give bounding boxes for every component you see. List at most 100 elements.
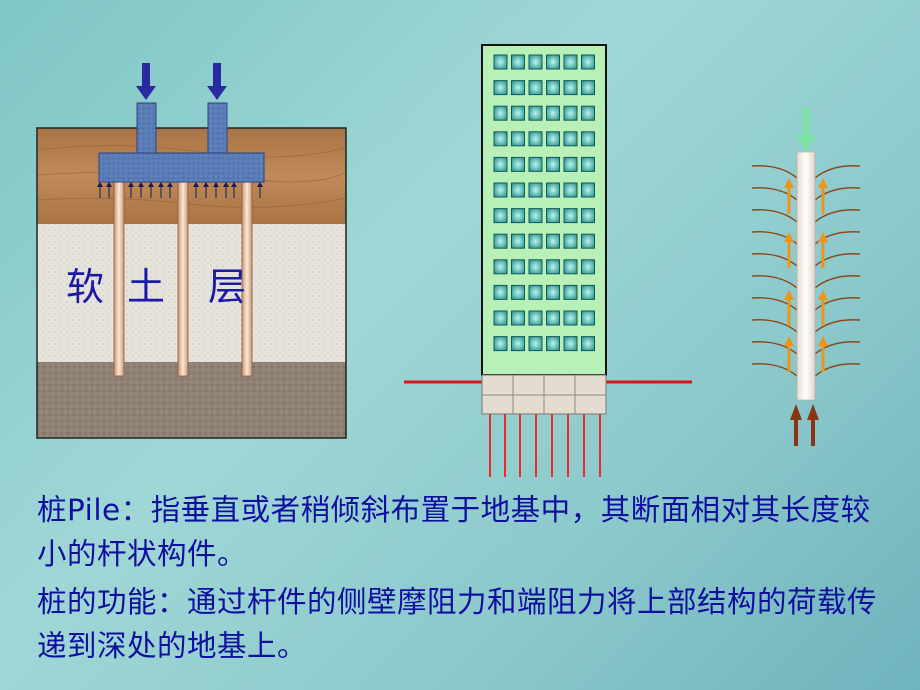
- window: [528, 310, 543, 326]
- window: [493, 131, 508, 147]
- friction-line-left: [751, 209, 798, 223]
- friction-arrow-head: [784, 178, 794, 188]
- foundation-piles: [489, 414, 601, 477]
- window: [528, 80, 543, 96]
- window: [493, 336, 508, 352]
- window: [511, 208, 525, 224]
- friction-arrow-shaft: [821, 184, 825, 214]
- friction-line-left: [751, 187, 798, 201]
- pile-1: [113, 181, 125, 377]
- soil-section: [36, 127, 347, 439]
- friction-arrow-head: [818, 178, 828, 188]
- window: [546, 54, 560, 70]
- top-load-arrow: [796, 108, 816, 152]
- window: [563, 156, 578, 172]
- window: [546, 284, 560, 300]
- window: [581, 208, 595, 224]
- window: [528, 131, 543, 147]
- window: [511, 156, 525, 172]
- window: [511, 105, 525, 121]
- window: [581, 259, 595, 275]
- window: [563, 284, 578, 300]
- window: [493, 105, 508, 121]
- window: [546, 182, 560, 198]
- soft-soil-layer: [37, 224, 346, 362]
- friction-arrow-shaft: [787, 184, 791, 214]
- raft-foundation: [481, 374, 607, 415]
- window: [563, 54, 578, 70]
- window: [563, 105, 578, 121]
- friction-arrow-shaft: [821, 296, 825, 326]
- window: [563, 208, 578, 224]
- window: [581, 182, 595, 198]
- window: [581, 131, 595, 147]
- friction-line-right: [814, 275, 861, 289]
- friction-arrow-shaft: [821, 342, 825, 372]
- pile-function-text: 桩的功能：通过杆件的侧壁摩阻力和端阻力将上部结构的荷载传递到深处的地基上。: [37, 585, 878, 663]
- window: [563, 182, 578, 198]
- friction-line-left: [751, 165, 798, 179]
- window: [546, 310, 560, 326]
- window: [493, 54, 508, 70]
- window: [493, 208, 508, 224]
- window: [581, 310, 595, 326]
- window: [581, 233, 595, 249]
- window: [511, 310, 525, 326]
- friction-arrow-head: [818, 232, 828, 242]
- building-windows: [493, 54, 595, 352]
- window: [511, 54, 525, 70]
- column-load-arrows: [136, 63, 227, 100]
- friction-line-left: [751, 297, 798, 311]
- soil-layer-label-2: 土: [127, 265, 166, 309]
- window: [528, 182, 543, 198]
- friction-line-right: [814, 341, 861, 355]
- window: [546, 80, 560, 96]
- window: [546, 156, 560, 172]
- window: [546, 233, 560, 249]
- window: [563, 131, 578, 147]
- window: [493, 182, 508, 198]
- window: [493, 156, 508, 172]
- window: [546, 259, 560, 275]
- window: [511, 284, 525, 300]
- pile-definition-text: 桩Pile：指垂直或者稍倾斜布置于地基中，其断面相对其长度较小的杆状构件。: [37, 493, 871, 571]
- friction-arrow-head: [818, 336, 828, 346]
- friction-line-right: [814, 231, 861, 245]
- window: [493, 310, 508, 326]
- window: [581, 336, 595, 352]
- friction-arrow-shaft: [787, 342, 791, 372]
- soil-layer-label-1: 软: [66, 265, 105, 309]
- window: [563, 336, 578, 352]
- friction-line-right: [814, 319, 861, 333]
- friction-line-left: [751, 231, 798, 245]
- window: [511, 336, 525, 352]
- friction-line-right: [814, 297, 861, 311]
- friction-arrow-shaft: [787, 238, 791, 268]
- friction-arrow-shaft: [821, 238, 825, 268]
- friction-line-right: [814, 165, 861, 179]
- window: [546, 208, 560, 224]
- window: [546, 336, 560, 352]
- window: [511, 131, 525, 147]
- window: [581, 105, 595, 121]
- window: [493, 284, 508, 300]
- friction-line-right: [814, 253, 861, 267]
- window: [528, 284, 543, 300]
- bearing-layer: [37, 362, 346, 438]
- pile-cap: [98, 102, 265, 183]
- window: [511, 182, 525, 198]
- end-bearing-arrows: [790, 404, 819, 446]
- window: [493, 80, 508, 96]
- window: [493, 259, 508, 275]
- window: [511, 259, 525, 275]
- window: [563, 80, 578, 96]
- window: [563, 259, 578, 275]
- window: [581, 54, 595, 70]
- window: [581, 284, 595, 300]
- window: [528, 208, 543, 224]
- window: [546, 131, 560, 147]
- window: [581, 156, 595, 172]
- window: [511, 80, 525, 96]
- friction-line-left: [751, 341, 798, 355]
